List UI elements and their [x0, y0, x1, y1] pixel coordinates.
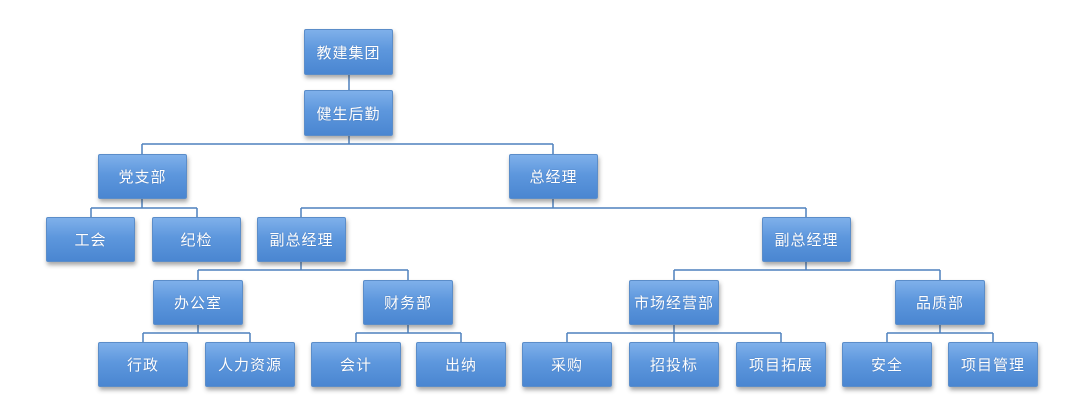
node-administration: 行政: [98, 342, 188, 387]
node-procurement: 采购: [522, 342, 612, 387]
node-cashier: 出纳: [416, 342, 506, 387]
node-group: 教建集团: [304, 29, 393, 75]
node-union: 工会: [46, 217, 135, 262]
connector-gm-children: [300, 199, 807, 217]
node-project-management: 项目管理: [948, 342, 1038, 387]
connector-logistics-children: [141, 136, 554, 154]
node-bidding: 招投标: [629, 342, 719, 387]
node-general-manager: 总经理: [509, 154, 598, 199]
node-hr: 人力资源: [205, 342, 295, 387]
node-party-branch: 党支部: [98, 154, 187, 199]
node-project-expansion: 项目拓展: [736, 342, 826, 387]
node-discipline: 纪检: [152, 217, 241, 262]
node-deputy-gm-left: 副总经理: [257, 217, 346, 262]
connector-office-children: [142, 325, 251, 342]
node-safety: 安全: [842, 342, 932, 387]
node-logistics: 健生后勤: [304, 90, 393, 136]
node-accounting: 会计: [311, 342, 401, 387]
node-deputy-gm-right: 副总经理: [762, 217, 851, 262]
node-finance: 财务部: [363, 280, 453, 325]
node-quality: 品质部: [895, 280, 985, 325]
node-office: 办公室: [153, 280, 243, 325]
connector-marketing-children: [566, 325, 782, 342]
node-marketing: 市场经营部: [629, 280, 719, 325]
connector-deputy-left-children: [197, 262, 409, 280]
connector-party-children: [90, 199, 198, 217]
connector-finance-children: [355, 325, 462, 342]
connector-deputy-right-children: [673, 262, 941, 280]
connector-quality-children: [886, 325, 994, 342]
